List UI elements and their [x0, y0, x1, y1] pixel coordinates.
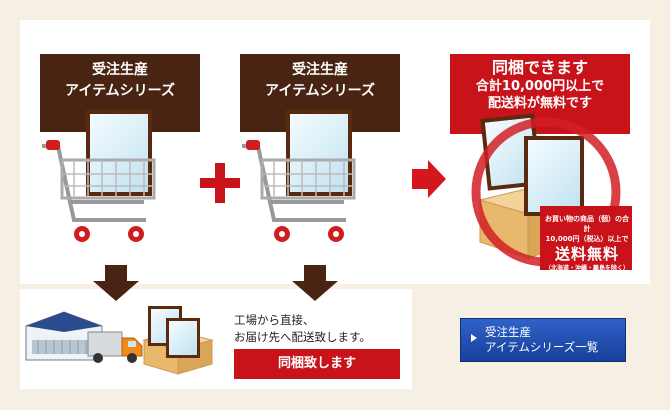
series-list-button[interactable]: 受注生産 アイテムシリーズ一覧 — [460, 318, 626, 362]
shopping-cart-icon-1 — [42, 140, 156, 242]
item-series-label-2: 受注生産 アイテムシリーズ — [240, 54, 400, 132]
delivery-truck-icon — [87, 331, 143, 363]
stamp-line2: 10,000円（税込）以上で — [545, 235, 629, 243]
factory-icon — [25, 311, 103, 361]
bundle-offer-banner: 同梱できます 合計10,000円以上で 配送料が無料です — [450, 54, 630, 134]
item-label-line1: 受注生産 — [292, 62, 348, 78]
stamp-small-text: （北海道・沖縄・離島を除く） — [544, 265, 629, 272]
free-shipping-stamp: お買い物の商品（個）の合計 10,000円（税込）以上で 送料無料 （北海道・沖… — [542, 210, 632, 273]
item-label-line1: 受注生産 — [92, 62, 148, 78]
list-button-line1: 受注生産 — [485, 325, 531, 339]
arrow-down-icon-1 — [93, 265, 139, 301]
offer-headline: 同梱できます — [491, 58, 588, 77]
arrow-right-icon — [412, 160, 446, 198]
item-label-line2: アイテムシリーズ — [65, 83, 175, 99]
frame-small-2 — [166, 318, 200, 358]
list-button-line2: アイテムシリーズ一覧 — [485, 340, 599, 354]
frame-product-image-1 — [86, 110, 152, 196]
stamp-line1: お買い物の商品（個）の合計 — [545, 215, 629, 233]
free-shipping-stamp-bg — [540, 206, 632, 270]
frame-product-image-2 — [286, 110, 352, 196]
stamp-big-text: 送料無料 — [554, 245, 619, 263]
offer-free-shipping: 配送料が無料です — [487, 96, 592, 111]
offer-condition: 合計10,000円以上で — [475, 79, 605, 94]
bundle-label: 同梱致します — [234, 349, 400, 379]
item-label-line2: アイテムシリーズ — [265, 83, 375, 99]
note-line1: 工場から直接、 — [234, 313, 315, 327]
shopping-cart-icon-2 — [242, 140, 356, 242]
factory-direct-note: 工場から直接、 お届け先へ配送致します。 — [234, 312, 371, 346]
play-triangle-icon — [471, 334, 477, 342]
plus-icon — [200, 163, 240, 203]
note-line2: お届け先へ配送致します。 — [234, 330, 371, 344]
arrow-down-icon-2 — [292, 265, 338, 301]
